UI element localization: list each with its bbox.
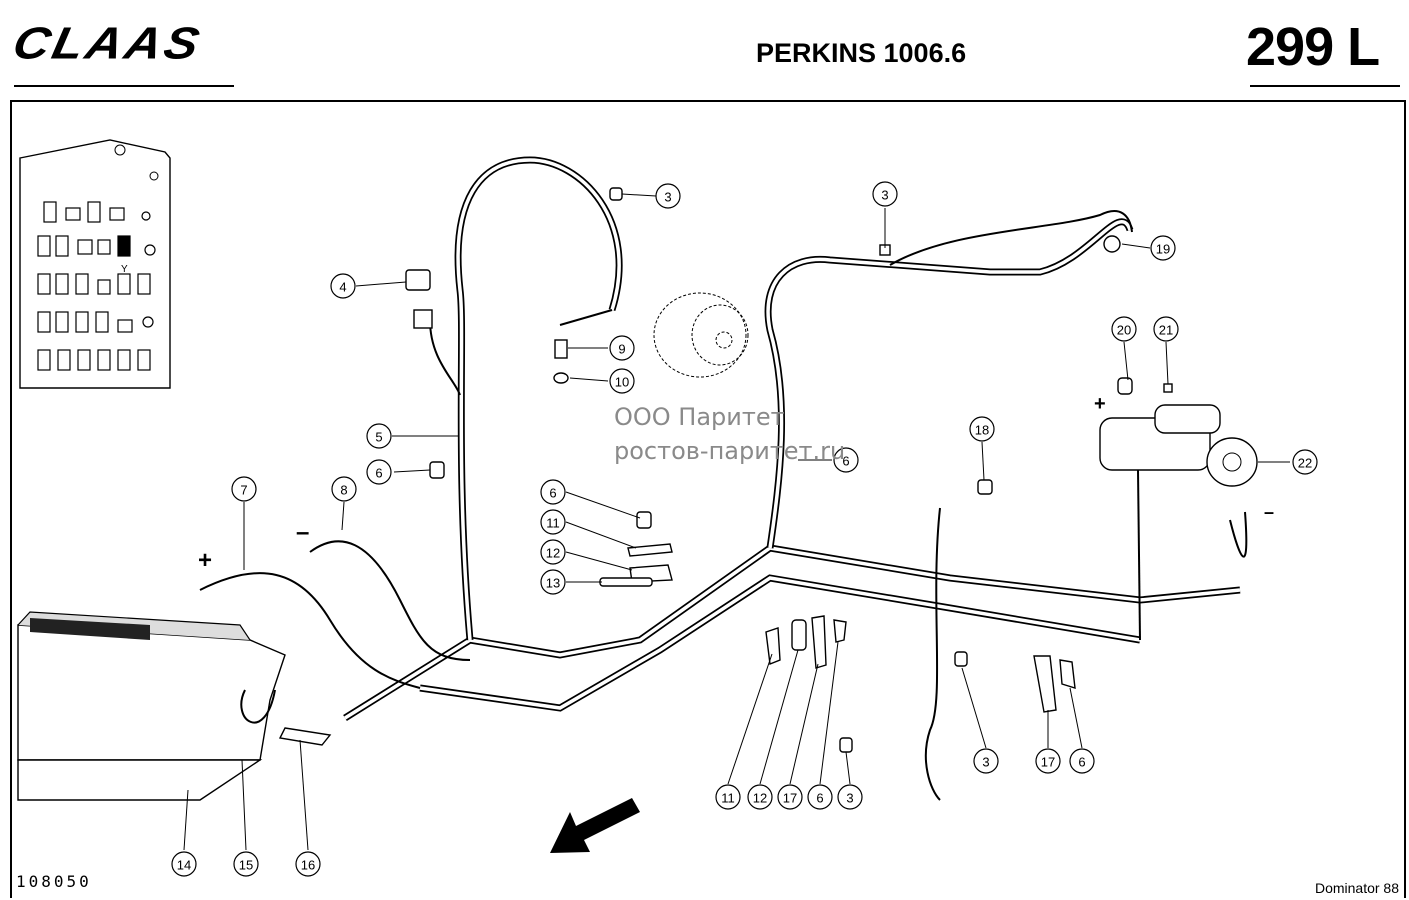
callout-number: 17 (783, 791, 797, 806)
callout-part-6: 6 (540, 479, 566, 505)
callout-part-16: 16 (295, 851, 321, 877)
callout-number: 14 (177, 858, 191, 873)
callout-part-8: 8 (331, 476, 357, 502)
callout-part-11: 11 (540, 509, 566, 535)
callout-number: 3 (664, 190, 671, 205)
alternator (653, 292, 749, 378)
callout-part-5: 5 (366, 423, 392, 449)
starter-plus-symbol: + (1094, 393, 1106, 415)
callout-number: 6 (816, 791, 823, 806)
drawing-frame (10, 100, 1406, 898)
callout-part-14: 14 (171, 851, 197, 877)
page-number: 299 L (1246, 17, 1380, 77)
callout-number: 8 (340, 483, 347, 498)
callout-part-21: 21 (1153, 316, 1179, 342)
main-harness (199, 156, 1248, 801)
fuse-board: Y (19, 139, 171, 389)
callout-number: 6 (842, 454, 849, 469)
callout-part-18: 18 (969, 416, 995, 442)
callout-number: 20 (1117, 323, 1131, 338)
callout-number: 13 (546, 576, 560, 591)
callout-part-12: 12 (747, 784, 773, 810)
callout-part-6: 6 (833, 447, 859, 473)
callout-number: 12 (753, 791, 767, 806)
callout-part-6: 6 (807, 784, 833, 810)
callout-part-3: 3 (973, 748, 999, 774)
starter-minus-symbol: – (1264, 502, 1274, 522)
callout-part-20: 20 (1111, 316, 1137, 342)
callout-number: 17 (1041, 755, 1055, 770)
callout-number: 3 (846, 791, 853, 806)
watermark-line1: ООО Паритет (614, 403, 785, 431)
callout-number: 16 (301, 858, 315, 873)
callout-part-3: 3 (837, 784, 863, 810)
header-rule-left (14, 85, 234, 87)
callout-number: 21 (1159, 323, 1173, 338)
callout-part-10: 10 (609, 368, 635, 394)
callout-number: 9 (618, 342, 625, 357)
callout-number: 15 (239, 858, 253, 873)
callout-number: 18 (975, 423, 989, 438)
callout-number: 22 (1298, 456, 1312, 471)
battery-strap (278, 727, 332, 746)
battery-plus-symbol: + (198, 547, 212, 574)
callout-number: 3 (982, 755, 989, 770)
watermark-line2: ростов-паритет.ru (614, 437, 846, 465)
callout-number: 3 (881, 188, 888, 203)
callout-part-15: 15 (233, 851, 259, 877)
callout-part-13: 13 (540, 569, 566, 595)
callout-part-12: 12 (540, 539, 566, 565)
callout-part-3: 3 (872, 181, 898, 207)
callout-number: 4 (339, 280, 346, 295)
callout-part-19: 19 (1150, 235, 1176, 261)
callout-number: 6 (549, 486, 556, 501)
callout-number: 7 (240, 483, 247, 498)
callout-part-6: 6 (366, 459, 392, 485)
drawing-number: 108050 (16, 872, 92, 891)
leader-lines (183, 193, 1290, 851)
page-title: PERKINS 1006.6 (756, 38, 967, 68)
callout-number: 10 (615, 375, 629, 390)
watermark: ООО Паритет ростов-паритет.ru (614, 400, 845, 468)
battery (17, 611, 286, 801)
callout-part-17: 17 (1035, 748, 1061, 774)
callout-part-6: 6 (1069, 748, 1095, 774)
callout-part-9: 9 (609, 335, 635, 361)
callout-part-4: 4 (330, 273, 356, 299)
relay-label: Y (121, 264, 128, 275)
callout-number: 11 (721, 791, 735, 806)
machine-model: Dominator 88 (1314, 880, 1399, 896)
callout-number: 5 (375, 430, 382, 445)
callout-part-17: 17 (777, 784, 803, 810)
callout-part-11: 11 (715, 784, 741, 810)
direction-arrow (550, 798, 640, 853)
callout-layer: 3 3 4 19 5 6 9 10 6 20 21 22 18 7 8 6 11 12 13 11 12 17 6 3 3 17 6… (171, 181, 1318, 877)
starter-motor (1099, 404, 1258, 487)
header-rule-right (1250, 85, 1400, 87)
battery-minus-symbol: – (296, 519, 309, 546)
callout-part-3: 3 (655, 183, 681, 209)
callout-number: 12 (546, 546, 560, 561)
callout-number: 6 (375, 466, 382, 481)
callout-part-22: 22 (1292, 449, 1318, 475)
callout-part-7: 7 (231, 476, 257, 502)
hardware-parts (405, 187, 1173, 753)
callout-number: 19 (1156, 242, 1170, 257)
callout-number: 11 (546, 516, 560, 531)
callout-number: 6 (1078, 755, 1085, 770)
